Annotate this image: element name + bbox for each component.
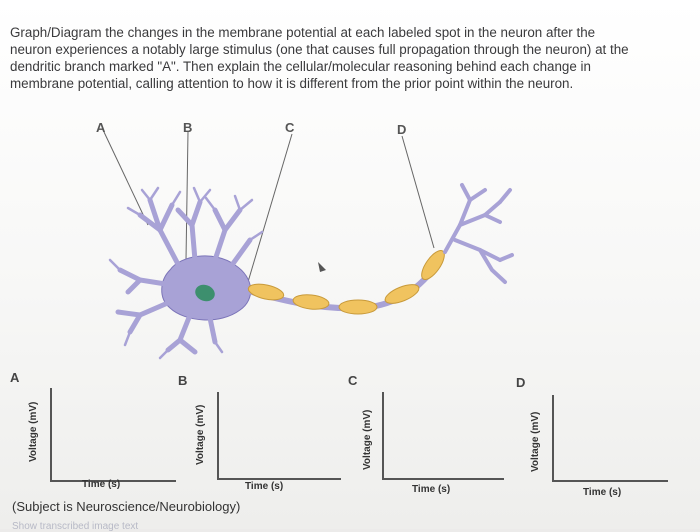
neuron-diagram: A B C D [0,110,700,372]
diagram-label-d: D [397,122,407,137]
neuron-illustration [103,131,514,360]
axon-terminals [443,183,514,284]
graph-b-xlabel: Time (s) [245,481,284,492]
pointer-line-c [244,133,293,293]
graph-a-axes [50,388,176,482]
cursor-icon [318,262,326,272]
graph-c-axes [382,392,504,480]
pointer-line-b [185,131,189,261]
graph-c-xlabel: Time (s) [412,484,451,495]
question-line-3: dendritic branch marked "A". Then explai… [10,59,591,74]
graph-a-label: A [10,370,20,385]
pointer-line-a [103,131,149,226]
question-line-2: neuron experiences a notably large stimu… [10,42,629,57]
graph-d-axes [552,395,668,482]
diagram-label-b: B [183,120,193,135]
diagram-label-c: C [285,120,295,135]
diagram-label-a: A [96,120,106,135]
question-line-4: membrane potential, calling attention to… [10,76,574,91]
graph-b-label: B [178,373,188,388]
nucleus [195,284,215,302]
pointer-line-d [401,135,435,249]
graph-b-axes [217,392,341,480]
graph-c-ylabel: Voltage (mV) [362,409,373,470]
dendrite-branches-thin [108,186,264,360]
subject-note: (Subject is Neuroscience/Neurobiology) [12,499,241,514]
question-line-1: Graph/Diagram the changes in the membran… [10,25,596,40]
graph-b-ylabel: Voltage (mV) [195,404,206,465]
dendrite-branches [115,197,253,355]
show-transcribed-link[interactable]: Show transcribed image text [12,521,139,532]
graph-a-xlabel: Time (s) [82,479,121,490]
axon [244,258,443,312]
question-text: Graph/Diagram the changes in the membran… [10,24,670,92]
myelin-sheaths [247,250,445,315]
graph-d-ylabel: Voltage (mV) [530,411,541,472]
graph-a-ylabel: Voltage (mV) [28,401,39,462]
graph-d-label: D [516,375,526,390]
graph-d-xlabel: Time (s) [583,487,622,498]
graph-c-label: C [348,373,358,388]
